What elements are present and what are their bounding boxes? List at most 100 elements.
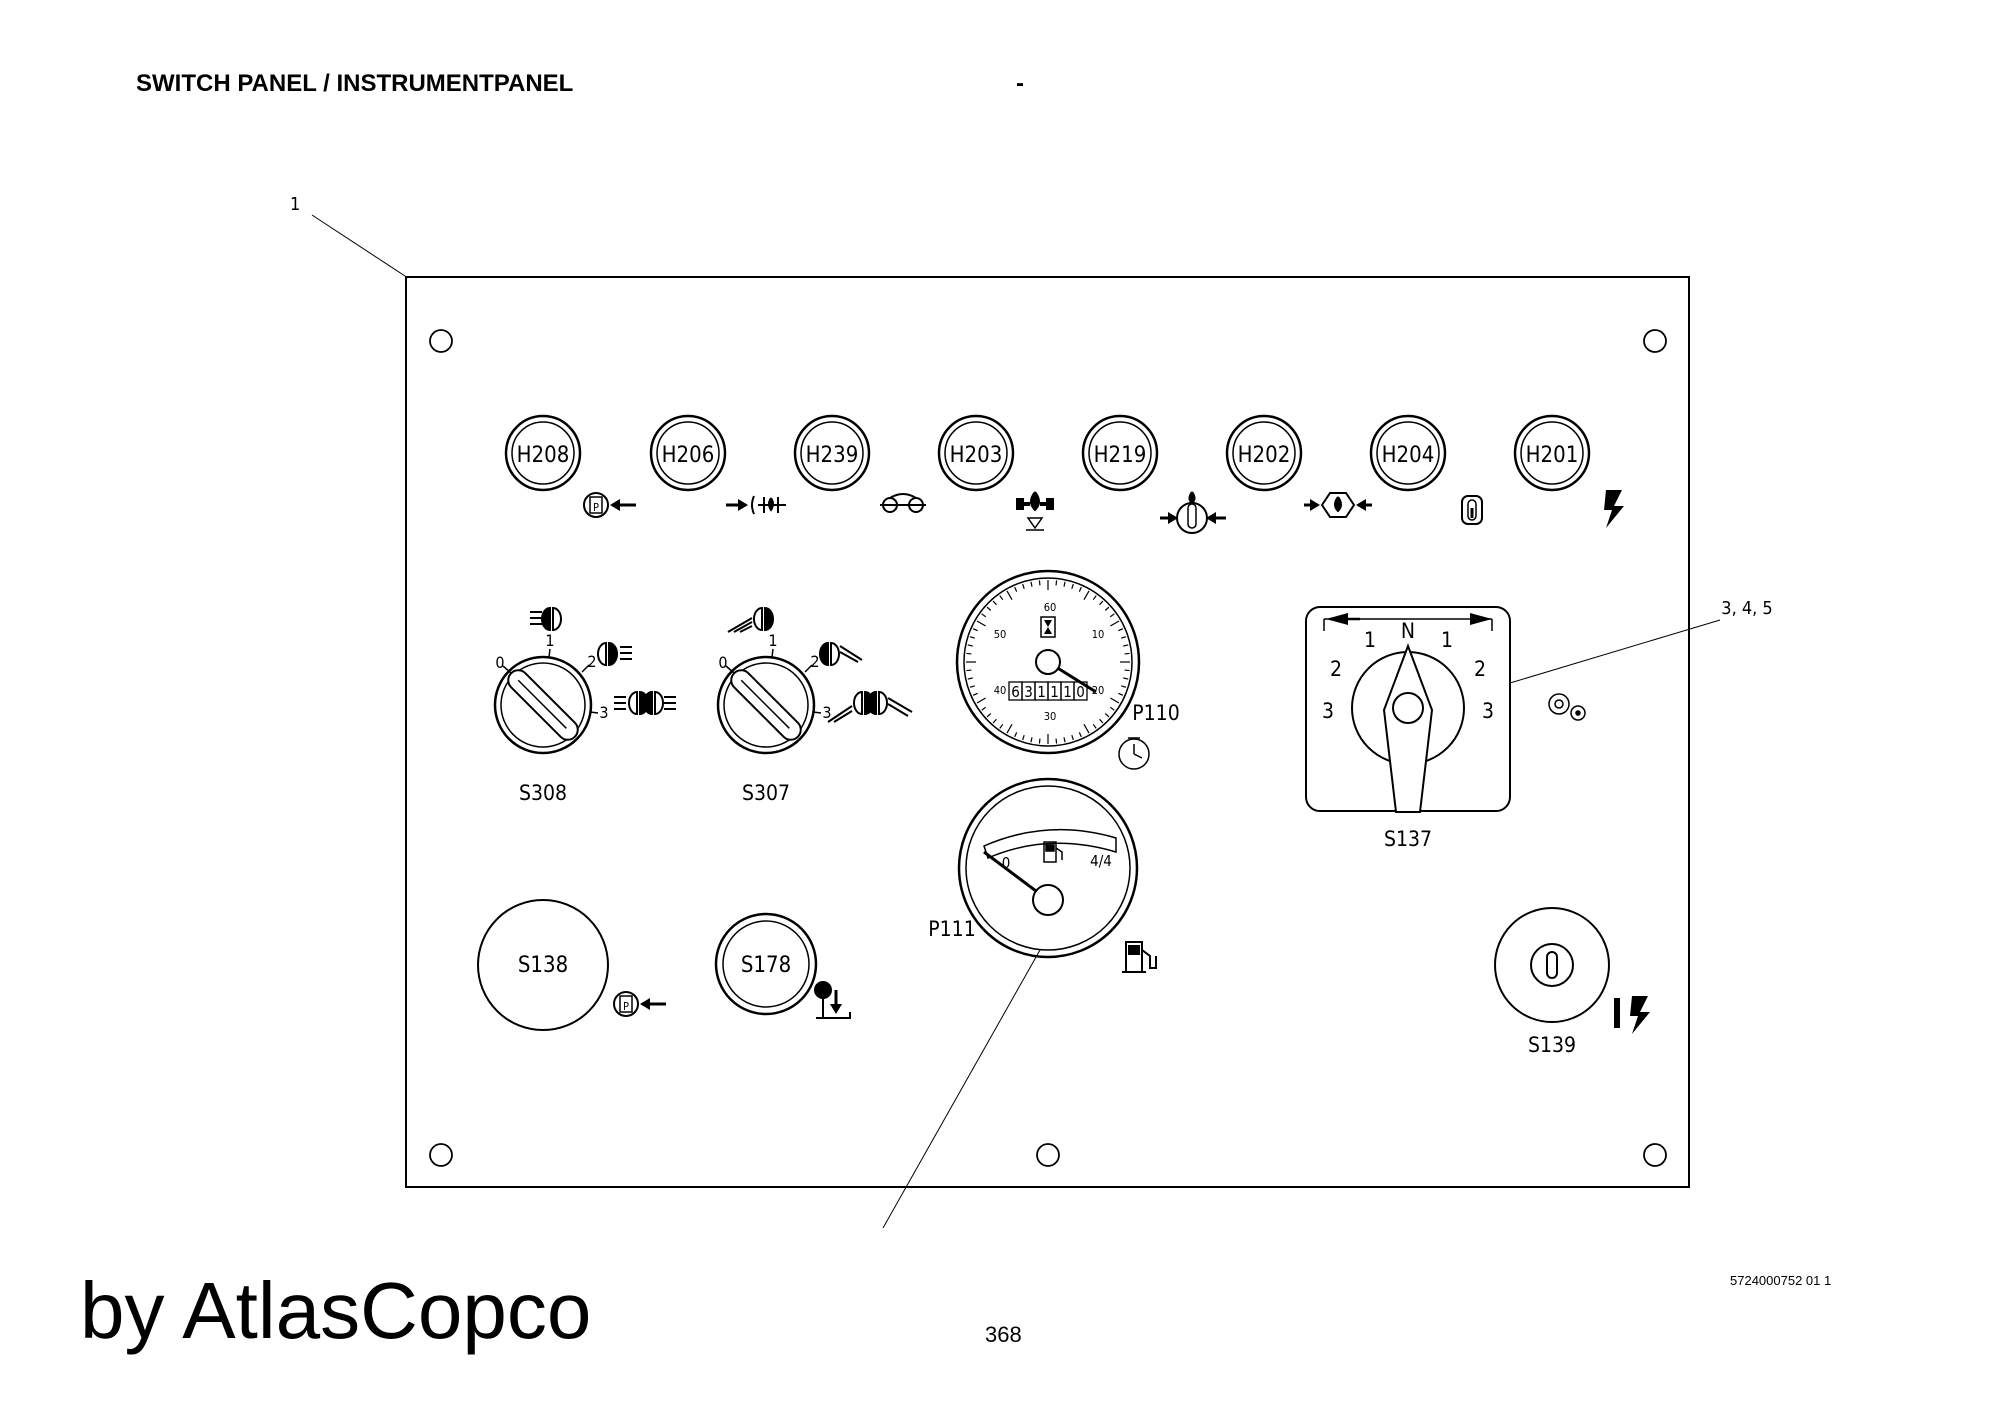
gauge-tick <box>1014 586 1018 592</box>
gauge-hub <box>1035 649 1061 675</box>
selector-position-label: 3 <box>1482 699 1494 723</box>
position-label: 1 <box>545 631 554 650</box>
gauge-tick <box>1092 595 1097 601</box>
gauge-label-p110: P110 <box>1132 701 1179 725</box>
vibration-icon <box>880 493 926 513</box>
rotary-switch-s307[interactable]: 0 1 2 3 <box>716 631 832 755</box>
switch-label-s139: S139 <box>1528 1033 1576 1057</box>
gauge-tick <box>1055 738 1058 744</box>
counter-digit: 1 <box>1050 683 1059 701</box>
mounting-hole <box>429 329 453 353</box>
mounting-hole <box>1036 1143 1060 1167</box>
position-label: 1 <box>768 631 777 650</box>
lamp-label: H206 <box>662 443 715 468</box>
callout-1-leader-lower <box>882 949 1041 1229</box>
fuel-scale-arc <box>983 828 1117 860</box>
gauge-tick <box>967 644 973 647</box>
lamp-h203: H203 <box>937 414 1015 492</box>
gauge-tick <box>1092 723 1097 729</box>
gauge-tick <box>1038 580 1041 586</box>
gauge-tick <box>1055 580 1058 586</box>
ignition-lightning-icon <box>1614 996 1650 1034</box>
gauge-p111: 0 4/4 <box>957 777 1139 959</box>
lamp-label: H208 <box>517 443 570 468</box>
gauge-tick <box>1124 669 1130 672</box>
hourglass-icon <box>1040 616 1056 638</box>
position-label: 3 <box>822 703 831 722</box>
gauge-tick <box>1071 583 1074 589</box>
selector-position-label: 1 <box>1364 628 1376 652</box>
gauge-tick <box>1110 697 1120 704</box>
callout-1-label: 1 <box>290 194 300 215</box>
lamp-label: H204 <box>1382 443 1435 468</box>
key-slot <box>1546 951 1558 979</box>
mounting-hole <box>429 1143 453 1167</box>
gauge-tick <box>1118 628 1124 632</box>
mounting-hole <box>1643 329 1667 353</box>
gauge-tick <box>1099 600 1104 606</box>
gauge-tick <box>986 713 992 718</box>
scale-label: 50 <box>994 628 1007 641</box>
lamp-h201: H201 <box>1513 414 1591 492</box>
work-light-icon <box>530 606 676 716</box>
page-number: 368 <box>985 1322 1022 1347</box>
vibration-amplitude-icon <box>1548 693 1586 721</box>
driving-light-icon <box>727 606 913 723</box>
header-dash: - <box>1016 70 1024 97</box>
gauge-tick <box>1109 613 1115 618</box>
fuel-min-label: 0 <box>1002 854 1011 872</box>
gauge-tick <box>999 595 1004 601</box>
switch-label-s138: S138 <box>518 953 568 978</box>
gauge-tick <box>967 677 973 680</box>
counter-digit: 0 <box>1076 683 1085 701</box>
gauge-tick <box>972 628 978 632</box>
callout-1-leader <box>311 214 409 279</box>
scale-label: 60 <box>1044 601 1057 614</box>
button-s138[interactable]: S138 <box>477 899 609 1031</box>
selector-position-label: 2 <box>1474 657 1486 681</box>
thermometer-icon <box>1461 495 1483 525</box>
lamp-h239: H239 <box>793 414 871 492</box>
charging-lightning-icon <box>1604 490 1624 528</box>
gauge-tick <box>1121 636 1127 639</box>
gauge-tick <box>981 706 987 711</box>
gauge-tick <box>1083 724 1090 734</box>
gauge-tick <box>1083 590 1090 600</box>
scale-label: 30 <box>1044 710 1057 723</box>
lamp-label: H239 <box>806 443 859 468</box>
gauge-hub <box>1032 884 1064 916</box>
position-label: 0 <box>718 653 727 672</box>
counter-digit: 1 <box>1063 683 1072 701</box>
gauge-tick <box>1110 620 1120 627</box>
mounting-holes <box>429 329 1667 1167</box>
switch-label-s178: S178 <box>741 953 791 978</box>
position-label: 2 <box>587 652 596 671</box>
lamp-label: H203 <box>950 443 1003 468</box>
button-s178[interactable]: S178 <box>714 912 818 1016</box>
ignition-key-switch-s139[interactable] <box>1494 907 1610 1023</box>
selector-switch-s137[interactable]: N 1 2 3 1 2 3 <box>1305 606 1511 813</box>
gauge-tick <box>1022 583 1025 589</box>
switch-label-s137: S137 <box>1384 827 1432 851</box>
lamp-h202: H202 <box>1225 414 1303 492</box>
switch-label-s307: S307 <box>742 781 790 805</box>
gauge-tick <box>1123 677 1129 680</box>
warning-lamp-row: H208 H206 H239 H203 H219 H202 <box>504 414 1591 492</box>
fuel-pump-icon <box>1122 941 1157 973</box>
gauge-tick <box>966 669 972 672</box>
lamp-label: H219 <box>1094 443 1147 468</box>
drawing-number: 5724000752 01 1 <box>1730 1273 1832 1288</box>
gauge-tick <box>1109 706 1115 711</box>
svg-text:P: P <box>623 1000 629 1013</box>
gauge-tick <box>981 613 987 618</box>
gauge-tick <box>1071 735 1074 741</box>
gauge-tick <box>976 620 986 627</box>
gauge-tick <box>1104 606 1110 611</box>
gauge-tick <box>969 685 975 688</box>
rotary-switch-s308[interactable]: 0 1 2 3 <box>493 631 609 755</box>
selector-position-label: 3 <box>1322 699 1334 723</box>
selector-position-label: 2 <box>1330 657 1342 681</box>
gauge-tick <box>1078 586 1082 592</box>
